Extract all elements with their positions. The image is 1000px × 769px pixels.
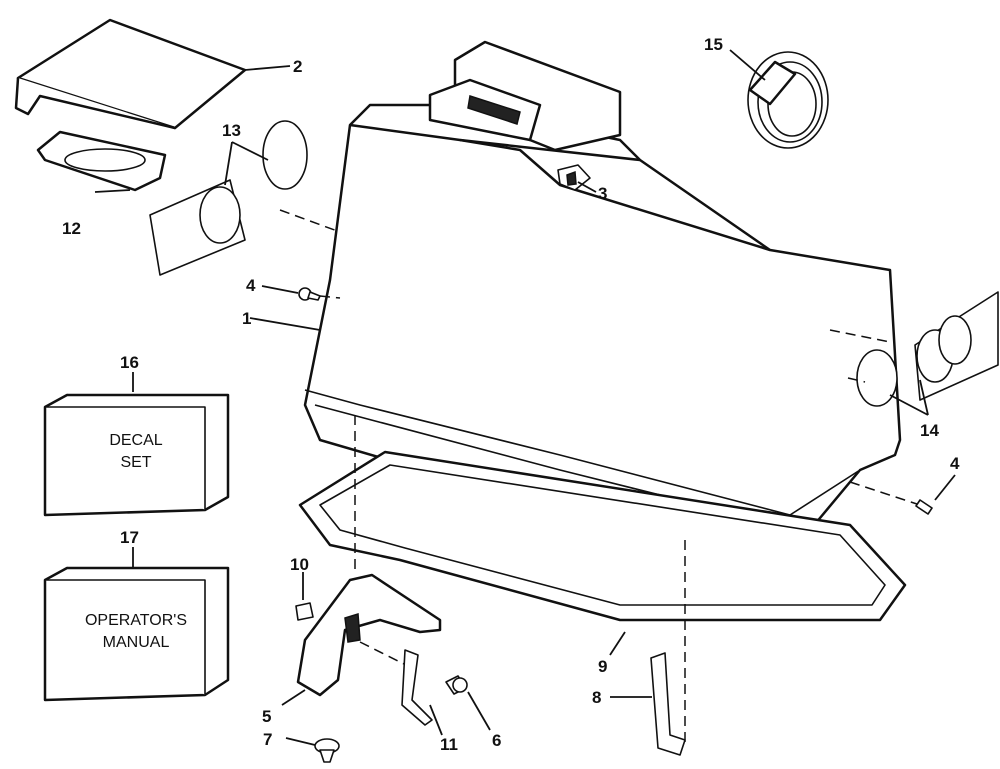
- part-9-seal: [298, 450, 907, 656]
- callout-8: 8: [592, 688, 601, 707]
- callout-5: 5: [262, 707, 271, 726]
- alignment-lines: [354, 415, 686, 745]
- callout-4-right: 4: [950, 454, 960, 473]
- manual-line2: MANUAL: [103, 634, 170, 651]
- part-11-clip: [359, 641, 443, 736]
- callout-11: 11: [440, 735, 458, 754]
- manual-line1: OPERATOR'S: [85, 612, 187, 629]
- part-15-cable: [729, 49, 829, 149]
- callout-4-left: 4: [246, 276, 256, 295]
- part-2-cover: [14, 18, 291, 130]
- callout-1: 1: [242, 309, 251, 328]
- part-12-plate: [36, 130, 167, 193]
- operators-manual-box: [43, 547, 230, 702]
- part-5-bracket: [281, 573, 442, 706]
- part-4-screw-left: [261, 285, 341, 301]
- part-10-nut: [295, 572, 314, 621]
- callout-16: 16: [120, 353, 139, 372]
- callout-7: 7: [263, 730, 272, 749]
- part-3-latch: [557, 164, 597, 193]
- callout-labels: 1 2 3 4 4 5 6 7 8 9 10 11 12 13 14 15 16…: [62, 35, 960, 754]
- callout-12: 12: [62, 219, 81, 238]
- decal-set-line2: SET: [120, 454, 151, 471]
- callout-17: 17: [120, 528, 139, 547]
- callout-14: 14: [920, 421, 939, 440]
- box-labels: DECAL SET OPERATOR'S MANUAL: [85, 432, 187, 651]
- callout-15: 15: [704, 35, 723, 54]
- part-14-decals: [829, 291, 999, 416]
- callout-10: 10: [290, 555, 309, 574]
- callout-6: 6: [492, 731, 501, 750]
- decal-set-box: [43, 372, 230, 517]
- decal-set-line1: DECAL: [109, 432, 162, 449]
- part-13-decals: [149, 120, 341, 276]
- part-1-motor-cover: [249, 40, 902, 532]
- part-4-screw-right: [849, 474, 956, 515]
- part-8-strap: [610, 652, 686, 756]
- callout-3: 3: [598, 184, 607, 203]
- part-6-screw: [445, 675, 491, 731]
- part-7-plug: [285, 737, 340, 763]
- callout-13: 13: [222, 121, 241, 140]
- callout-2: 2: [293, 57, 302, 76]
- callout-9: 9: [598, 657, 607, 676]
